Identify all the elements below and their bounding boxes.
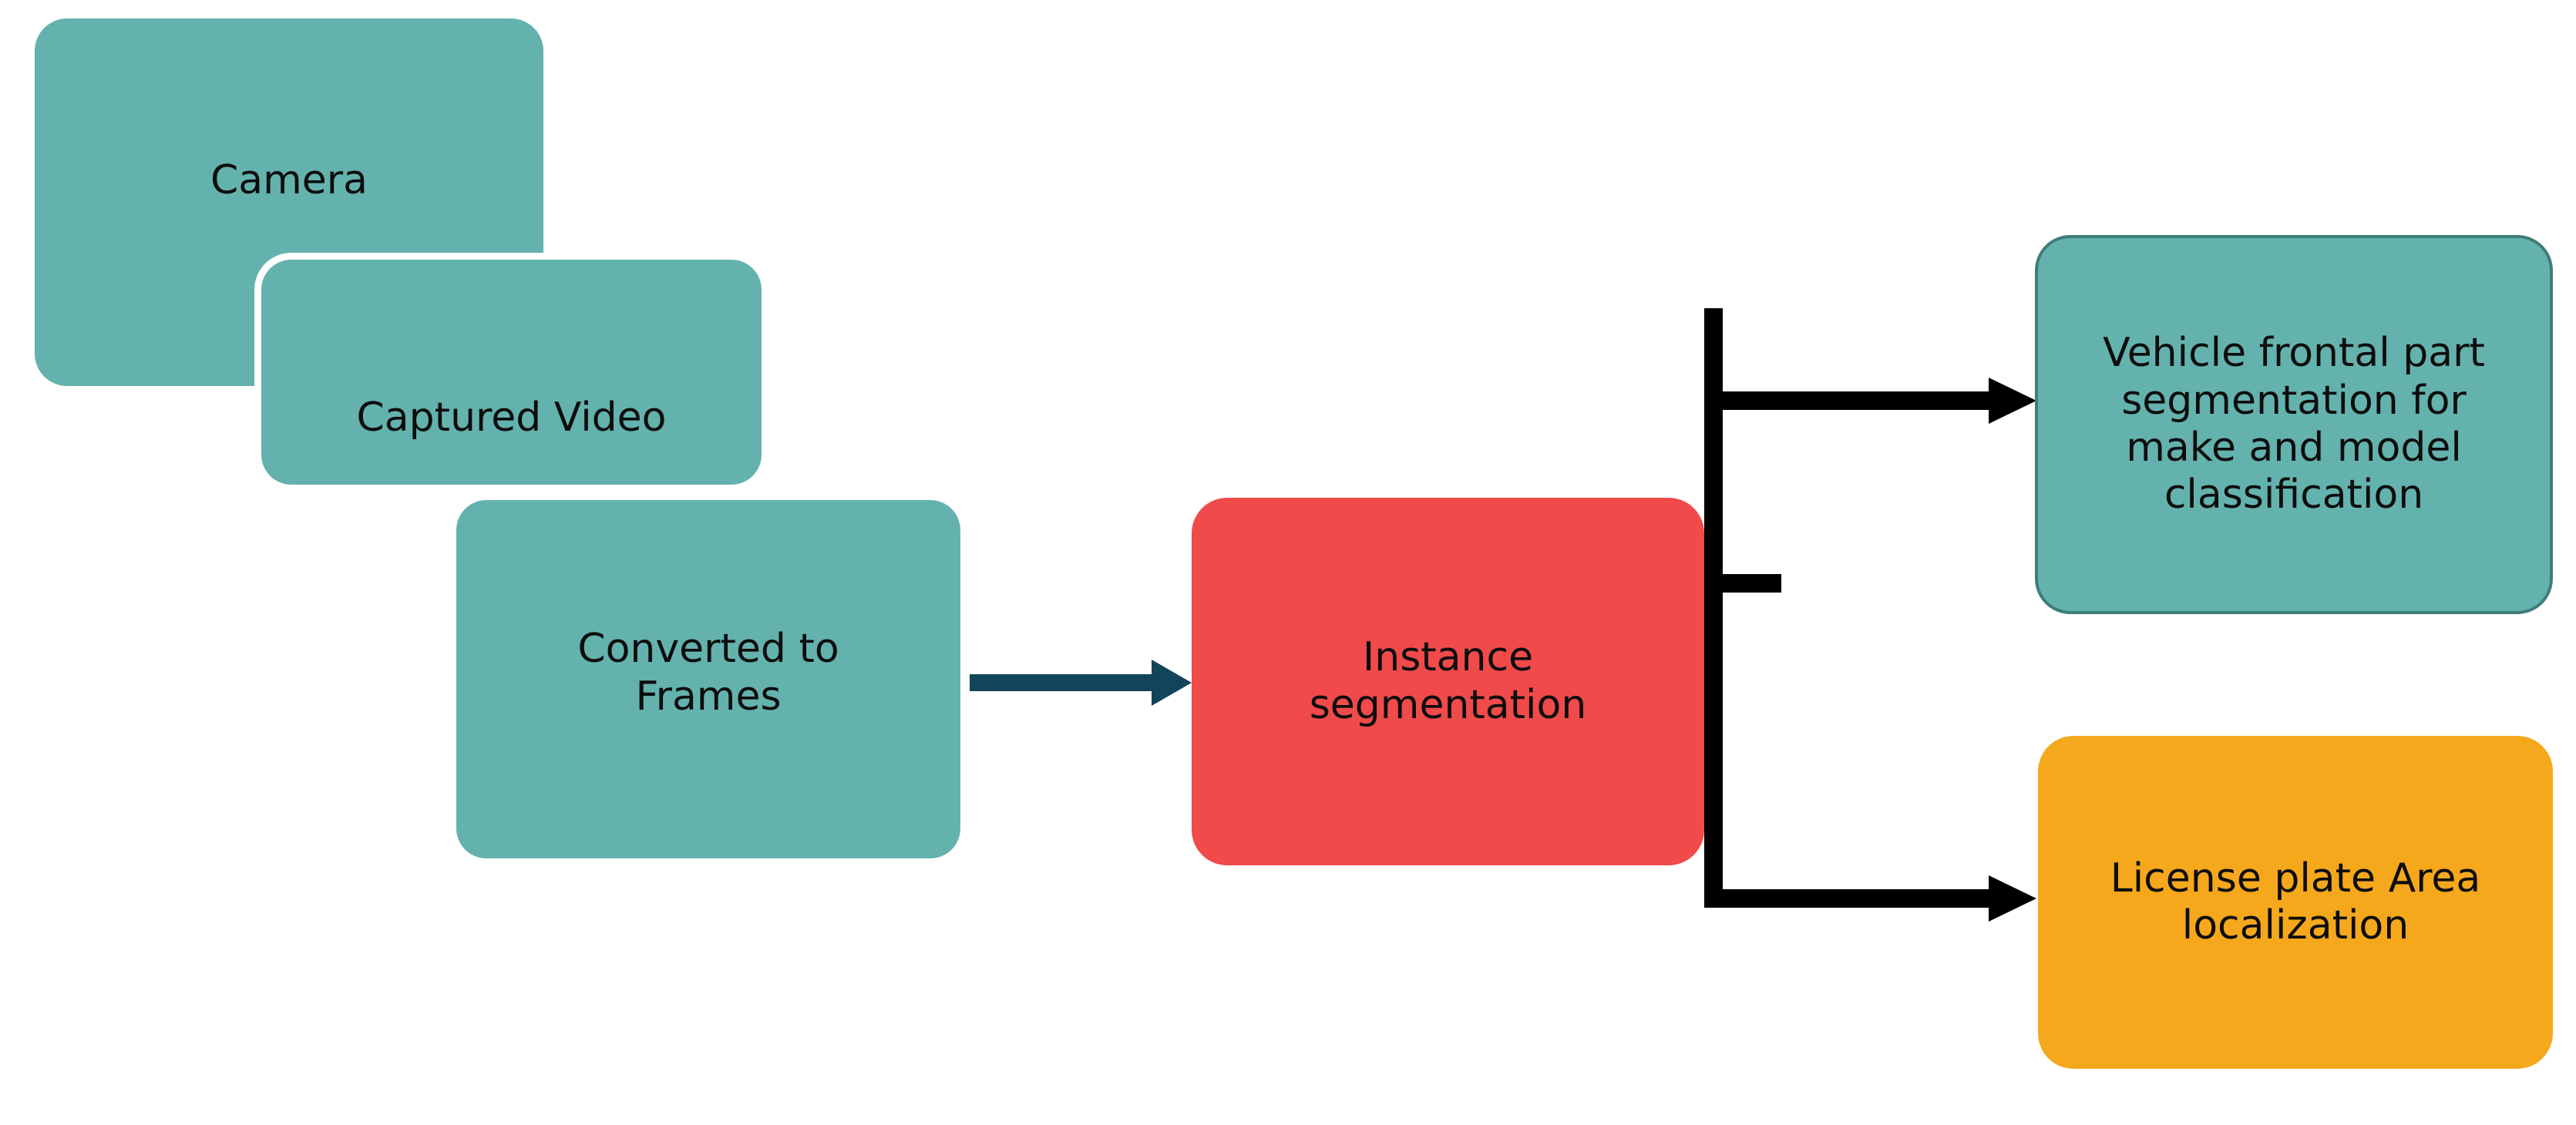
node-instance-segmentation[interactable]: Instance segmentation (1192, 498, 1704, 865)
node-license-plate-area-localization[interactable]: License plate Area localization (2038, 736, 2553, 1069)
node-captured-video[interactable]: Captured Video (254, 253, 768, 492)
edge-instance-plate-arrow (1704, 875, 2036, 922)
edge-instance-stub (1701, 574, 1729, 593)
node-converted-to-frames[interactable]: Converted to Frames (449, 493, 967, 865)
node-vehicle-frontal-part-segmentation[interactable]: Vehicle frontal part segmentation for ma… (2035, 235, 2553, 614)
edge-instance-vehicle-arrow (1704, 378, 2036, 424)
edge-branch-trunk (1704, 308, 1781, 908)
edge-frames-instance-arrow (970, 660, 1192, 706)
